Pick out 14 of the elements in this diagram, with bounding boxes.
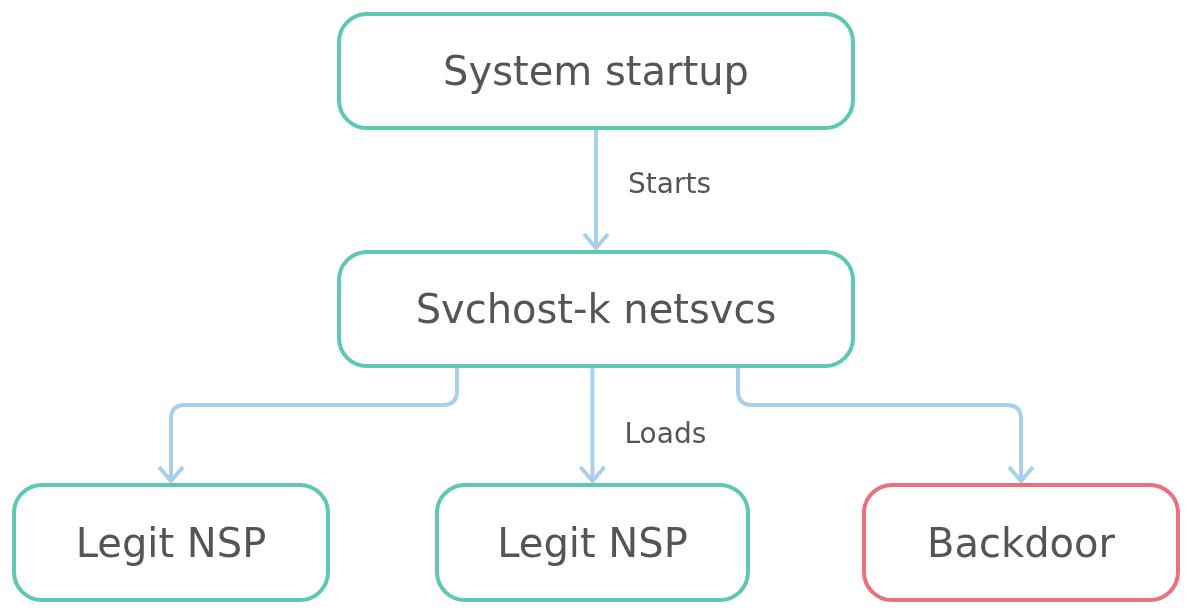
box-label: Backdoor [927, 519, 1115, 566]
process-box [337, 12, 855, 130]
arrow [157, 368, 459, 483]
box-label: System startup [443, 48, 749, 94]
box-label: Legit NSP [75, 519, 267, 566]
arrow [578, 368, 607, 483]
process-box [12, 483, 330, 602]
process-box [337, 250, 855, 368]
process-box [862, 483, 1180, 602]
process-box [435, 483, 750, 602]
box-label: Legit NSP [497, 519, 688, 566]
box-label: Svchost-k netsvcs [415, 286, 777, 332]
arrow [736, 368, 1035, 483]
arrow [582, 130, 610, 250]
